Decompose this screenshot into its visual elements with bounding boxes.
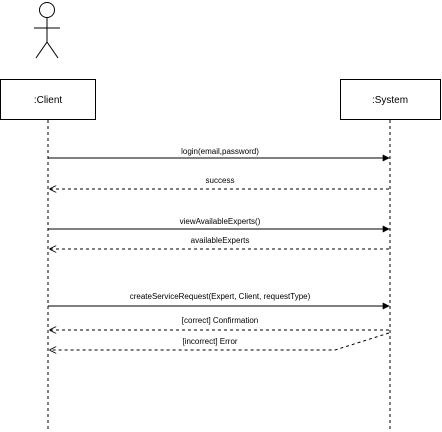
message-incorrect-error-label: [incorrect] Error (182, 337, 237, 346)
system-box (340, 79, 441, 120)
client-box (0, 79, 96, 120)
message-login-label: login(email,password) (181, 147, 259, 156)
system-label: :System (372, 95, 408, 106)
actor-right-leg (46, 41, 59, 59)
participant-client: :Client (0, 79, 96, 120)
actor-left-leg (35, 41, 48, 59)
message-available-experts-label: availableExperts (191, 236, 250, 245)
actor-icon (34, 2, 60, 59)
client-label: :Client (34, 95, 63, 106)
message-view-available-experts-label: viewAvailableExperts() (180, 217, 261, 226)
message-incorrect-error: [incorrect] Error (50, 332, 390, 350)
message-available-experts: availableExperts (50, 236, 389, 249)
message-correct-confirmation: [correct] Confirmation (50, 316, 389, 330)
message-create-service-request: createServiceRequest(Expert, Client, req… (48, 292, 390, 310)
message-correct-confirmation-label: [correct] Confirmation (182, 316, 258, 325)
participant-system: :System (340, 79, 441, 120)
message-view-available-experts: viewAvailableExperts() (48, 217, 390, 233)
message-incorrect-error-arrow (50, 332, 390, 350)
message-success: success (50, 176, 389, 189)
message-success-label: success (206, 176, 235, 185)
message-create-service-request-label: createServiceRequest(Expert, Client, req… (130, 292, 311, 301)
actor-head (39, 2, 55, 18)
message-login: login(email,password) (48, 147, 390, 162)
